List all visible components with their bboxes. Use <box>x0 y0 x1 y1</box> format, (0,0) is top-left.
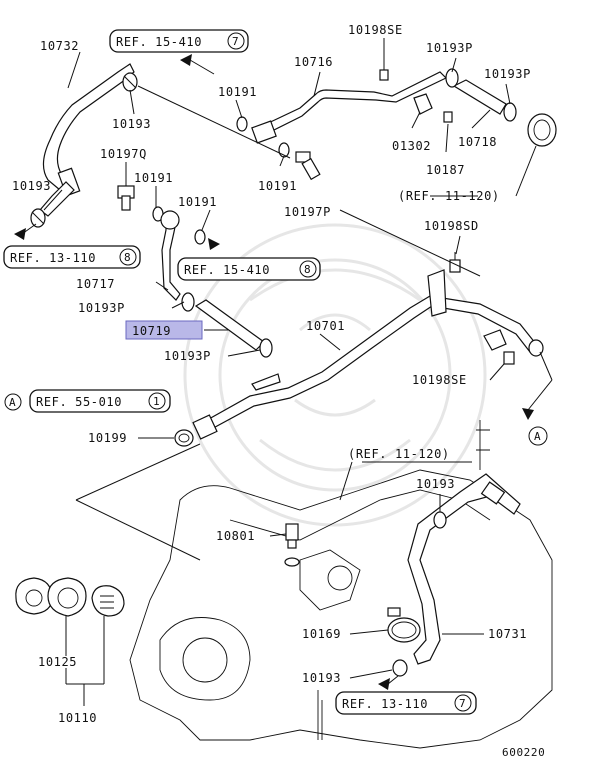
label-10197q[interactable]: 10197Q <box>100 147 147 161</box>
ref-55-010-num: 1 <box>153 395 160 408</box>
ref-box-55-010[interactable]: REF. 55-010 1 <box>29 389 171 413</box>
label-10701[interactable]: 10701 <box>306 319 345 333</box>
clamp-10193p-b[interactable] <box>259 338 273 358</box>
thermostat-10110[interactable] <box>91 585 125 617</box>
label-10801[interactable]: 10801 <box>216 529 255 543</box>
part-10719-highlight <box>125 320 203 340</box>
clamp-10193-upper[interactable] <box>122 72 138 92</box>
label-10193-c[interactable]: 10193 <box>416 477 455 491</box>
ref-11-120-top[interactable]: (REF. 11-120) <box>398 189 500 203</box>
connector-a-right[interactable]: A <box>528 426 548 446</box>
gasket-10125-b[interactable] <box>47 577 87 617</box>
ref-13-110-left-text: REF. 13-110 <box>10 251 96 265</box>
arrow-ref-15-410-top <box>180 54 215 75</box>
label-10719[interactable]: 10719 <box>132 324 171 338</box>
ref-15-410-top-num: 7 <box>232 35 239 48</box>
washer-10191-upper[interactable] <box>236 116 248 132</box>
ref-box-13-110-bottom[interactable]: REF. 13-110 7 <box>335 691 477 715</box>
label-10110[interactable]: 10110 <box>58 711 97 725</box>
ref-11-120-mid[interactable]: (REF. 11-120) <box>348 447 450 461</box>
washer-10191-center[interactable] <box>194 229 206 245</box>
label-10198se-mid[interactable]: 10198SE <box>412 373 467 387</box>
label-10193p-d[interactable]: 10193P <box>164 349 211 363</box>
drawing-number: 600220 <box>502 746 545 759</box>
label-10731[interactable]: 10731 <box>488 627 527 641</box>
label-10187[interactable]: 10187 <box>426 163 465 177</box>
label-10193p-a[interactable]: 10193P <box>426 41 473 55</box>
clamp-10193-bottom[interactable] <box>392 659 408 677</box>
o-ring-10199[interactable] <box>174 429 194 447</box>
label-10718[interactable]: 10718 <box>458 135 497 149</box>
bracket-right[interactable] <box>483 329 544 357</box>
bracket-01302[interactable] <box>413 93 433 115</box>
eye-bolt-10197p[interactable] <box>295 151 321 181</box>
housing-connector[interactable] <box>527 113 557 147</box>
label-10193-d[interactable]: 10193 <box>302 671 341 685</box>
eye-bolt-10197q[interactable] <box>117 185 135 211</box>
pipe-10716[interactable] <box>251 71 448 144</box>
arrow-connector-a <box>522 351 553 420</box>
bolt-10198se-top[interactable] <box>379 62 389 81</box>
arrow-ref-15-410-mid <box>208 238 220 250</box>
ref-box-15-410-mid[interactable]: REF. 15-410 8 <box>177 257 321 281</box>
arrow-ref-13-110-left <box>14 223 37 240</box>
gasket-10125-a[interactable] <box>15 577 53 615</box>
ref-15-410-top-text: REF. 15-410 <box>116 35 202 49</box>
connector-a-right-text: A <box>534 430 541 443</box>
label-10169[interactable]: 10169 <box>302 627 341 641</box>
ref-13-110-bottom-text: REF. 13-110 <box>342 697 428 711</box>
clamp-10193-left[interactable] <box>30 208 46 228</box>
label-10198sd[interactable]: 10198SD <box>424 219 479 233</box>
ref-55-010-text: REF. 55-010 <box>36 395 122 409</box>
label-10191-b[interactable]: 10191 <box>218 85 257 99</box>
leader-lines <box>43 38 537 706</box>
connector-a-left[interactable]: A <box>4 393 22 411</box>
ref-13-110-left-num: 8 <box>124 251 131 264</box>
label-10191-c[interactable]: 10191 <box>258 179 297 193</box>
connector-a-left-text: A <box>9 396 16 409</box>
bolt-10198sd[interactable] <box>449 252 461 273</box>
label-10125[interactable]: 10125 <box>38 655 77 669</box>
ref-15-410-mid-num: 8 <box>304 263 311 276</box>
ref-box-13-110-left[interactable]: REF. 13-110 8 <box>3 245 141 269</box>
label-10193-a[interactable]: 10193 <box>112 117 151 131</box>
label-10732[interactable]: 10732 <box>40 39 79 53</box>
bolt-10187[interactable] <box>443 111 453 123</box>
hose-10718[interactable] <box>452 79 507 115</box>
pipe-10717[interactable] <box>160 210 181 301</box>
part-labels: 10732 10193 10197Q 10193 10191 10191 101… <box>12 23 531 725</box>
bolt-10198se-mid[interactable] <box>503 351 515 365</box>
label-10198se-top[interactable]: 10198SE <box>348 23 403 37</box>
clamp-10193p-top-a[interactable] <box>445 68 459 88</box>
label-10193-b[interactable]: 10193 <box>12 179 51 193</box>
label-10193p-c[interactable]: 10193P <box>78 301 125 315</box>
label-01302[interactable]: 01302 <box>392 139 431 153</box>
hose-10719[interactable] <box>194 299 265 351</box>
label-10717[interactable]: 10717 <box>76 277 115 291</box>
arrow-ref-13-110-bottom <box>378 675 399 690</box>
ref-13-110-bottom-num: 7 <box>459 697 466 710</box>
label-10193p-b[interactable]: 10193P <box>484 67 531 81</box>
clamp-10193-right[interactable] <box>433 511 447 529</box>
label-10191-a[interactable]: 10191 <box>134 171 173 185</box>
clamp-10169[interactable] <box>387 607 421 643</box>
label-10197p[interactable]: 10197P <box>284 205 331 219</box>
ref-15-410-mid-text: REF. 15-410 <box>184 263 270 277</box>
clamp-10193p-a[interactable] <box>181 292 195 312</box>
label-10191-d[interactable]: 10191 <box>178 195 217 209</box>
label-10199[interactable]: 10199 <box>88 431 127 445</box>
label-10716[interactable]: 10716 <box>294 55 333 69</box>
watermark-emblem <box>183 223 487 527</box>
ref-box-15-410-top[interactable]: REF. 15-410 7 <box>109 29 249 53</box>
clamp-10193p-top-b[interactable] <box>503 102 517 122</box>
sensor-10801[interactable] <box>284 523 300 567</box>
